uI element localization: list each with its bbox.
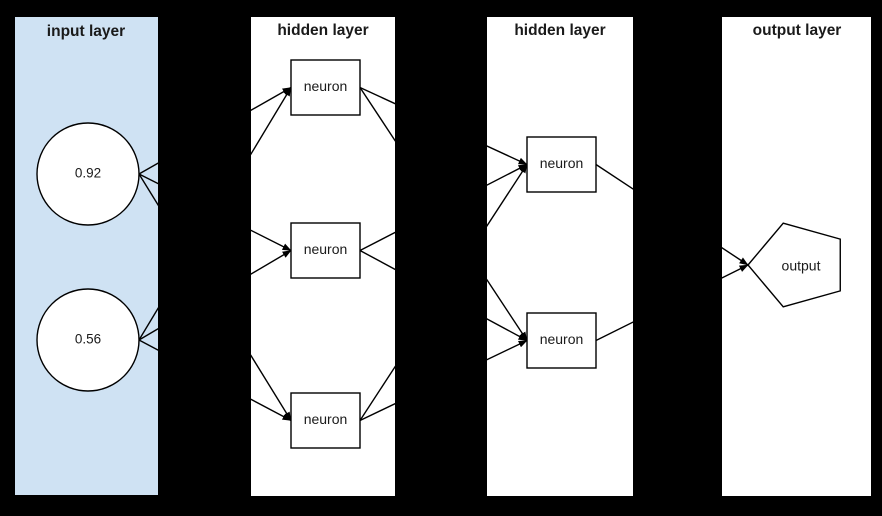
node-h1-0[interactable]: neuron <box>290 59 361 116</box>
node-input-1[interactable]: 0.56 <box>36 288 140 392</box>
gap-mask <box>15 495 158 516</box>
node-label: 0.92 <box>75 166 101 181</box>
output-node-pentagon <box>747 222 841 308</box>
node-out-0[interactable]: output <box>747 222 841 308</box>
panel-input-layer <box>15 17 158 495</box>
input-node-circle <box>36 122 140 226</box>
layer-titles: input layer hidden layer hidden layer outpu… <box>47 22 842 40</box>
gap-mask <box>251 496 395 516</box>
gap-mask <box>487 496 633 516</box>
gap-mask <box>722 496 871 516</box>
node-label: neuron <box>540 331 584 347</box>
input-node-circle <box>36 288 140 392</box>
node-label: 0.56 <box>75 332 101 347</box>
node-h2-0[interactable]: neuron <box>526 136 597 193</box>
node-h1-2[interactable]: neuron <box>290 392 361 449</box>
node-label: neuron <box>540 155 584 171</box>
gap-mask <box>15 0 158 17</box>
node-label: neuron <box>304 78 348 94</box>
neuron-node-rect <box>526 312 597 369</box>
gap-mask <box>722 0 871 17</box>
node-label: neuron <box>304 411 348 427</box>
node-label: neuron <box>304 241 348 257</box>
gap-mask <box>871 0 882 516</box>
panel-title-output-layer: output layer <box>753 22 842 39</box>
neuron-node-rect <box>290 222 361 279</box>
gap-mask <box>487 0 633 17</box>
neuron-node-rect <box>290 59 361 116</box>
panel-title-input-layer: input layer <box>47 23 125 40</box>
gap-mask <box>251 0 395 17</box>
node-h1-1[interactable]: neuron <box>290 222 361 279</box>
neuron-node-rect <box>526 136 597 193</box>
node-h2-1[interactable]: neuron <box>526 312 597 369</box>
layer-nodes: 0.92 0.56 neuron neuron neuron neuron neuron ou… <box>36 59 841 449</box>
neuron-node-rect <box>290 392 361 449</box>
panel-title-hidden-layer-2: hidden layer <box>514 22 605 39</box>
gap-mask <box>0 0 15 516</box>
gap-mask <box>395 0 487 516</box>
node-input-0[interactable]: 0.92 <box>36 122 140 226</box>
node-label: output <box>782 258 821 274</box>
panel-title-hidden-layer-1: hidden layer <box>277 22 368 39</box>
gap-mask <box>633 0 722 516</box>
gap-mask <box>158 0 251 516</box>
panel-hidden-layer-2 <box>487 17 633 496</box>
